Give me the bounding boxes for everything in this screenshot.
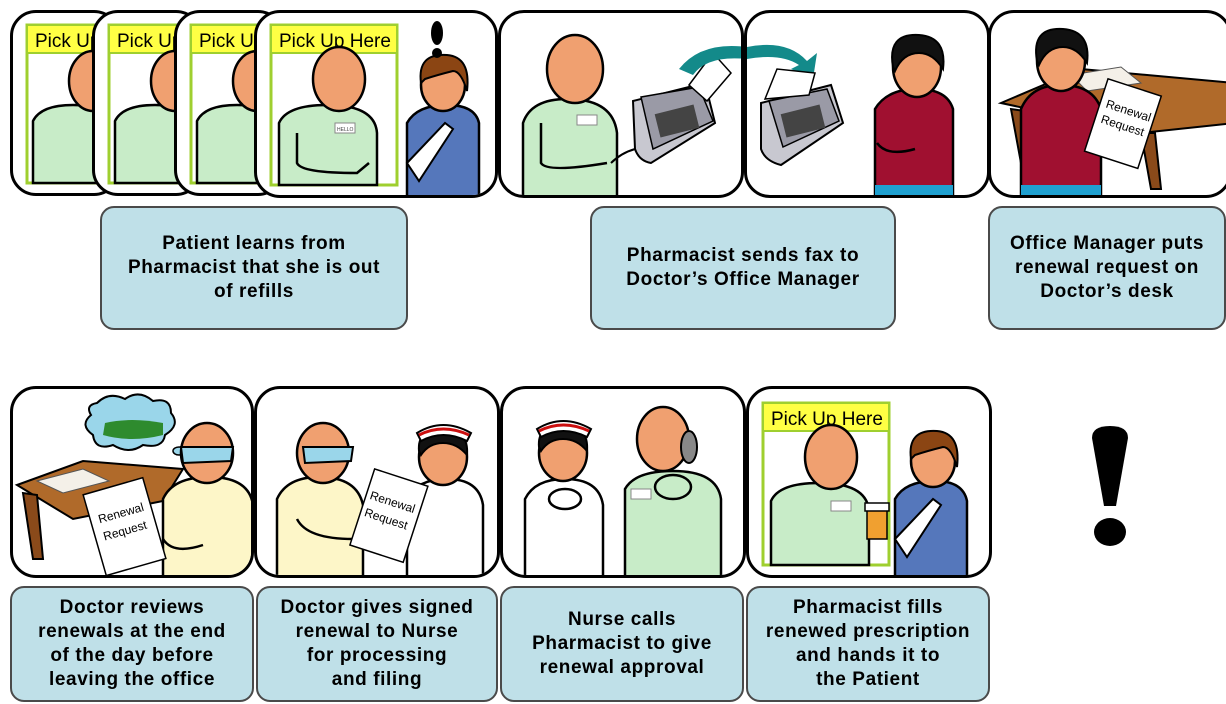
panel-nurse-calls xyxy=(500,386,746,578)
caption-doctor-reviews: Doctor reviews renewals at the end of th… xyxy=(10,586,254,702)
panel-patient-learns: Pick Up Here HELLO xyxy=(254,10,498,198)
caption-pharmacist-sends-fax: Pharmacist sends fax to Doctor’s Office … xyxy=(590,206,896,330)
caption-nurse-calls: Nurse calls Pharmacist to give renewal a… xyxy=(500,586,744,702)
panel-doctor-gives-renewal: Renewal Request xyxy=(254,386,500,578)
panel-pharmacist-fills: Pick Up Here xyxy=(746,386,992,578)
pick-up-here-sign-text: Pick Up Here xyxy=(771,409,883,430)
badge-text: HELLO xyxy=(337,127,354,133)
caption-pharmacist-fills: Pharmacist fills renewed prescription an… xyxy=(746,586,990,702)
panel-office-manager-desk: Renewal Request xyxy=(988,10,1226,198)
panel-fax-received xyxy=(744,10,990,198)
pick-up-sign-text: Pick Up xyxy=(117,31,182,52)
pick-up-sign-text: Pick Up xyxy=(35,31,100,52)
panel-doctor-reviews: Renewal Request xyxy=(10,386,254,578)
exclamation-icon xyxy=(1092,426,1128,546)
caption-patient-learns: Patient learns from Pharmacist that she … xyxy=(100,206,408,330)
caption-doctor-gives-renewal: Doctor gives signed renewal to Nurse for… xyxy=(256,586,498,702)
pick-up-here-sign-text: Pick Up Here xyxy=(279,31,391,52)
caption-office-manager-puts-request: Office Manager puts renewal request on D… xyxy=(988,206,1226,330)
panel-pharmacist-fax xyxy=(498,10,744,198)
pick-up-sign-text: Pick Up xyxy=(199,31,264,52)
